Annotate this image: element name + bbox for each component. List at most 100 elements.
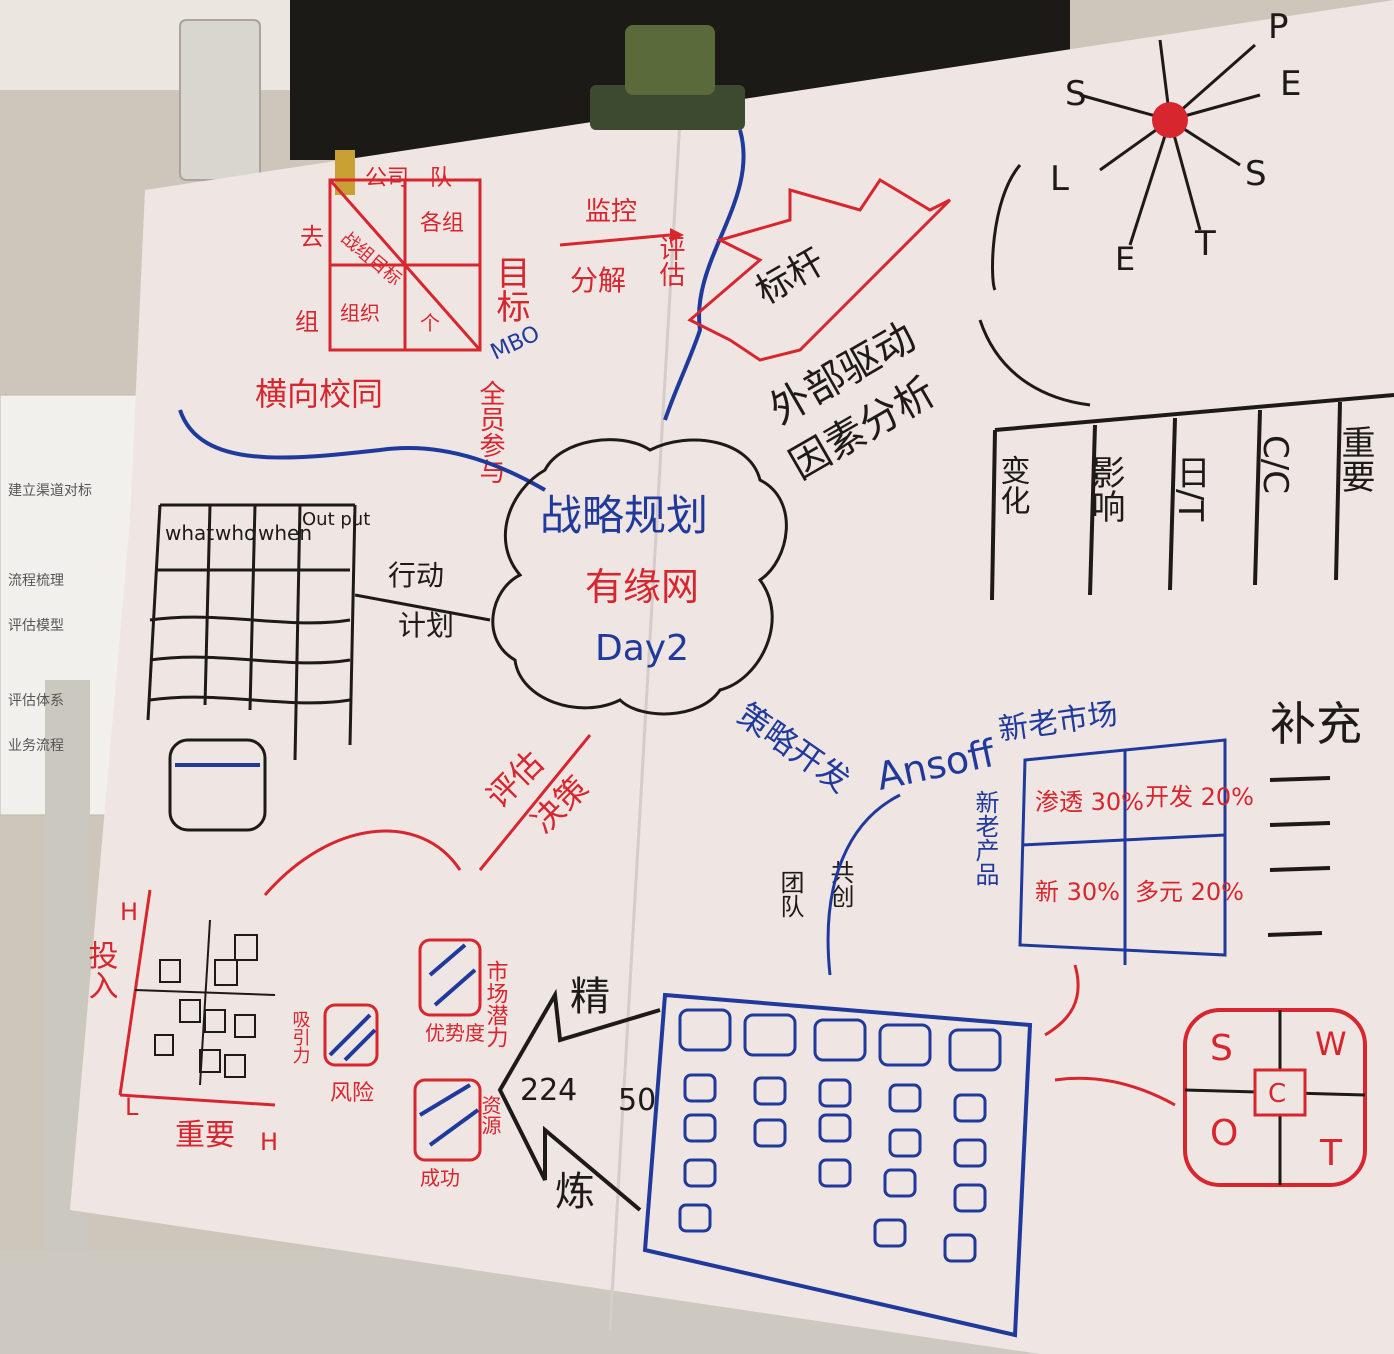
risk-hatching (328, 943, 480, 1147)
options-grid-frame (642, 992, 1033, 1338)
paper-clip (335, 150, 355, 195)
ansoff-cell-penetration: 渗透 30% (1035, 788, 1144, 816)
pestel-e2: E (1115, 240, 1135, 278)
ansoff-side-label: 新老产品 (971, 790, 999, 886)
evaluate-arrow (478, 734, 592, 871)
action-plan-table (146, 503, 357, 761)
monitor-arrow (559, 233, 671, 247)
funnel-bottom-label: 炼 (555, 1169, 595, 1215)
action-col-who: who (215, 521, 256, 545)
org-matrix-inner-3: 组织 (340, 301, 380, 325)
ansoff-mid-horizontal (1021, 833, 1226, 847)
risk-label-resource: 资源 (478, 1095, 502, 1135)
pestel-t: T (1194, 224, 1216, 264)
ansoff-curve-arrow (826, 793, 901, 976)
funnel-top-label: 精 (570, 974, 610, 1020)
external-col-cc: C/C (1255, 435, 1295, 494)
pestel-s: S (1245, 154, 1267, 194)
matrix-sticky-notes (154, 934, 258, 1078)
pestel-center (1152, 102, 1188, 138)
options-grid-items (678, 1008, 1002, 1263)
swot-w: W (1315, 1025, 1347, 1063)
risk-squares (323, 938, 482, 1162)
ansoff-cell-development: 开发 20% (1145, 783, 1254, 811)
ansoff-frame (1018, 738, 1227, 957)
action-col-when: when (258, 521, 312, 545)
org-matrix-top-label-1: 公司 (365, 166, 409, 191)
matrix-mid-vertical (199, 919, 211, 1086)
pestel-link-arrow (991, 164, 1022, 291)
risk-label-advantage: 优势度 (425, 1021, 485, 1045)
goal-label: 目标 (490, 255, 530, 323)
pestel-s2: S (1065, 74, 1087, 114)
side-board-item-1: 建立渠道对标 (8, 483, 92, 499)
risk-label-success: 成功 (420, 1166, 460, 1190)
external-table (990, 393, 1394, 601)
binder-clip (590, 25, 745, 130)
supplement-label: 补充 (1270, 697, 1362, 751)
external-col-impact: 影响 (1085, 455, 1125, 523)
matrix-high-x: H (260, 1128, 278, 1156)
pestel-e: E (1280, 64, 1301, 104)
blue-divider-left (178, 409, 546, 492)
benchmark-burst (687, 177, 952, 362)
swot-t: T (1319, 1133, 1343, 1174)
external-col-change: 变化 (995, 455, 1030, 515)
swot-to-grid-arrow (1054, 1076, 1176, 1107)
swot-center (1253, 1068, 1307, 1117)
pestel-p: P (1268, 7, 1289, 47)
funnel-number-left: 224 (520, 1073, 577, 1108)
org-matrix-inner-2: 各组 (420, 211, 464, 236)
center-day: Day2 (595, 628, 689, 669)
org-matrix (328, 178, 482, 352)
side-board-item-4: 评估体系 (8, 693, 64, 709)
action-plan-link (354, 593, 491, 622)
team-cocreate-label: 团队 (776, 870, 804, 918)
org-matrix-top-label-2: 队 (430, 166, 452, 191)
org-matrix-inner-4: 个 (420, 311, 440, 335)
easel-pole (45, 680, 90, 1354)
monitor-label: 监控 (585, 197, 637, 227)
supplement-lines (1267, 776, 1331, 937)
matrix-x-axis (119, 1093, 276, 1107)
pestel-l: L (1050, 159, 1069, 199)
ansoff-cell-new: 新 30% (1035, 878, 1120, 906)
center-title: 战略规划 (540, 491, 708, 540)
action-plan-label-2: 计划 (398, 609, 454, 642)
flipchart-paper (70, 0, 1394, 1354)
org-matrix-left-label-2: 组 (295, 308, 319, 336)
swot-o: O (1210, 1113, 1238, 1154)
swot-c: C (1268, 1079, 1286, 1109)
center-subtitle: 有缘网 (585, 565, 699, 609)
matrix-y-label: 投入 (83, 940, 118, 1000)
matrix-high-y: H (120, 898, 138, 926)
action-col-what: what (165, 521, 214, 545)
action-col-output: Out put (302, 509, 370, 530)
paper-fold (608, 119, 682, 1331)
center-cloud (491, 438, 788, 716)
action-plan-label: 行动 (388, 559, 444, 592)
funnel-arrow (497, 988, 661, 1212)
horizontal-sync-note: 横向校同 (255, 375, 383, 413)
ansoff-cell-diversify: 多元 20% (1135, 878, 1244, 906)
evaluate-loop-arrow (263, 829, 462, 896)
side-board-item-2: 流程梳理 (8, 573, 64, 589)
side-board-item-3: 评估模型 (8, 618, 64, 634)
ansoff-to-grid-arrow (1044, 964, 1080, 1037)
matrix-y-axis (118, 889, 152, 1096)
risk-label-attract: 吸引力 (290, 1010, 311, 1064)
calendar-sketch (168, 738, 267, 832)
external-table-arrow (978, 319, 1091, 407)
speaker (179, 19, 261, 181)
side-board-item-5: 业务流程 (8, 738, 64, 754)
monitor-arrowhead (670, 228, 684, 242)
risk-label-market: 市场潜力 (483, 960, 509, 1048)
swot-frame (1183, 1008, 1367, 1187)
swot-s: S (1210, 1028, 1233, 1069)
external-col-importance: 重要 (1335, 425, 1375, 493)
blue-divider-top (663, 129, 746, 421)
matrix-mid-horizontal (134, 989, 276, 996)
matrix-low-x: L (125, 1093, 139, 1121)
org-matrix-left-label-1: 去 (300, 223, 324, 251)
